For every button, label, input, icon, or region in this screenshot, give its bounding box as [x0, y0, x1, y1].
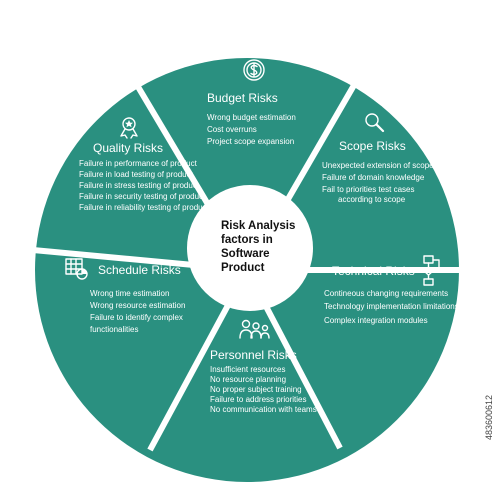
- quality-item-3: Failure in stress testing of product: [79, 181, 200, 190]
- magnifier-icon: [365, 113, 385, 133]
- budget-title: Budget Risks: [207, 91, 278, 105]
- people-group-icon: [239, 319, 270, 339]
- quality-item-1: Failure in performance of product: [79, 159, 198, 168]
- personnel-title: Personnel Risks: [210, 348, 297, 362]
- center-line-2: factors in: [221, 234, 273, 246]
- personnel-item-5: No communication with teams: [210, 405, 317, 414]
- scope-item-2: Failure of domain knowledge: [322, 173, 425, 182]
- segment-scope: Scope Risks Unexpected extension of scop…: [322, 113, 434, 204]
- schedule-item-2: Wrong resource estimation: [90, 301, 185, 310]
- schedule-item-3: Failure to identify complex: [90, 313, 183, 322]
- scope-item-1: Unexpected extension of scope: [322, 161, 434, 170]
- dollar-coin-icon: [243, 59, 265, 81]
- budget-item-1: Wrong budget estimation: [207, 113, 296, 122]
- quality-title: Quality Risks: [93, 141, 163, 155]
- quality-item-5: Failure in reliability testing of produc…: [79, 203, 210, 212]
- scope-title: Scope Risks: [339, 139, 406, 153]
- personnel-item-3: No proper subject training: [210, 385, 302, 394]
- quality-item-2: Failure in load testing of product: [79, 170, 194, 179]
- budget-item-3: Project scope expansion: [207, 137, 294, 146]
- scope-item-3: Fail to priorities test cases: [322, 185, 414, 194]
- schedule-title: Schedule Risks: [98, 263, 181, 277]
- technical-item-2: Technology implementation limitations: [324, 302, 459, 311]
- flowchart-icon: [423, 255, 440, 286]
- personnel-item-2: No resource planning: [210, 375, 286, 384]
- quality-item-4: Failure in security testing of product: [79, 192, 206, 201]
- center-hub: [187, 185, 313, 311]
- segment-schedule: Schedule Risks Wrong time estimation Wro…: [65, 258, 185, 334]
- segment-personnel: Personnel Risks Insufficient resources N…: [210, 319, 317, 414]
- center-line-4: Product: [221, 262, 265, 274]
- technical-item-1: Contineous changing requirements: [324, 289, 448, 298]
- segment-quality: Quality Risks Failure in performance of …: [79, 117, 210, 212]
- technical-title: Technical Risks: [332, 264, 415, 278]
- personnel-item-1: Insufficient resources: [210, 365, 285, 374]
- segment-budget: Budget Risks Wrong budget estimation Cos…: [207, 59, 296, 146]
- center-line-3: Software: [221, 248, 270, 260]
- scope-item-4: according to scope: [338, 195, 406, 204]
- schedule-item-4: functionalities: [90, 325, 138, 334]
- segment-technical: Technical Risks Contineous changing requ…: [324, 255, 459, 325]
- award-badge-icon: [120, 117, 138, 139]
- technical-item-3: Complex integration modules: [324, 316, 428, 325]
- side-id-label: 483600612: [484, 395, 494, 440]
- center-line-1: Risk Analysis: [221, 220, 295, 232]
- schedule-item-1: Wrong time estimation: [90, 289, 169, 298]
- budget-item-2: Cost overruns: [207, 125, 257, 134]
- personnel-item-4: Failure to address priorities: [210, 395, 306, 404]
- calendar-chart-icon: [65, 258, 88, 280]
